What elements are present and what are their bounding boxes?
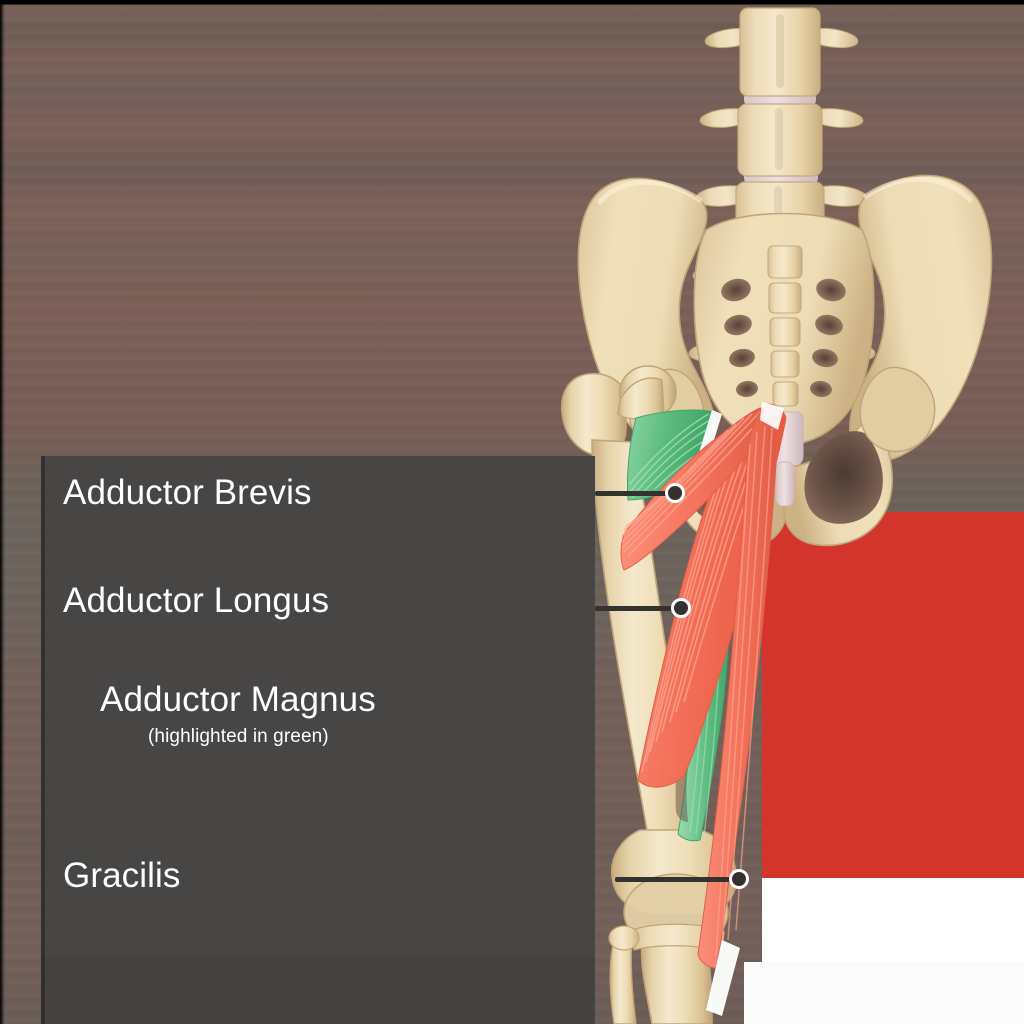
pubic-origin-tendon: [760, 402, 784, 430]
label-adductor-longus[interactable]: Adductor Longus: [63, 581, 330, 620]
background-left-edge: [0, 0, 5, 1024]
sacral-foramina: [721, 278, 846, 398]
red-color-block: [762, 512, 1024, 878]
sacral-segments: [767, 245, 803, 407]
leader-dot-adductor-longus: [671, 598, 691, 618]
label-adductor-magnus-note: (highlighted in green): [148, 726, 329, 747]
label-adductor-magnus[interactable]: Adductor Magnus: [100, 680, 376, 719]
label-panel-left-edge: [41, 456, 45, 1024]
leader-line-adductor-longus: [595, 606, 683, 611]
leader-line-adductor-brevis: [595, 491, 677, 496]
gracilis-tendon: [706, 940, 740, 1016]
fibula: [609, 939, 637, 1024]
obturator-foramen-right: [804, 431, 883, 524]
leader-line-gracilis: [615, 877, 741, 882]
gracilis: [697, 409, 779, 969]
label-gracilis[interactable]: Gracilis: [63, 856, 181, 895]
fibular-head: [608, 925, 640, 951]
pubic-symphysis: [775, 461, 795, 507]
label-adductor-brevis[interactable]: Adductor Brevis: [63, 473, 312, 512]
leader-dot-gracilis: [729, 869, 749, 889]
label-panel: [41, 456, 595, 1024]
label-panel-footer: [41, 956, 595, 1024]
white-color-block-lower: [744, 962, 1024, 1024]
pelvis: [577, 174, 993, 549]
leader-dot-adductor-brevis: [665, 483, 685, 503]
acetabulum-right: [859, 366, 936, 452]
